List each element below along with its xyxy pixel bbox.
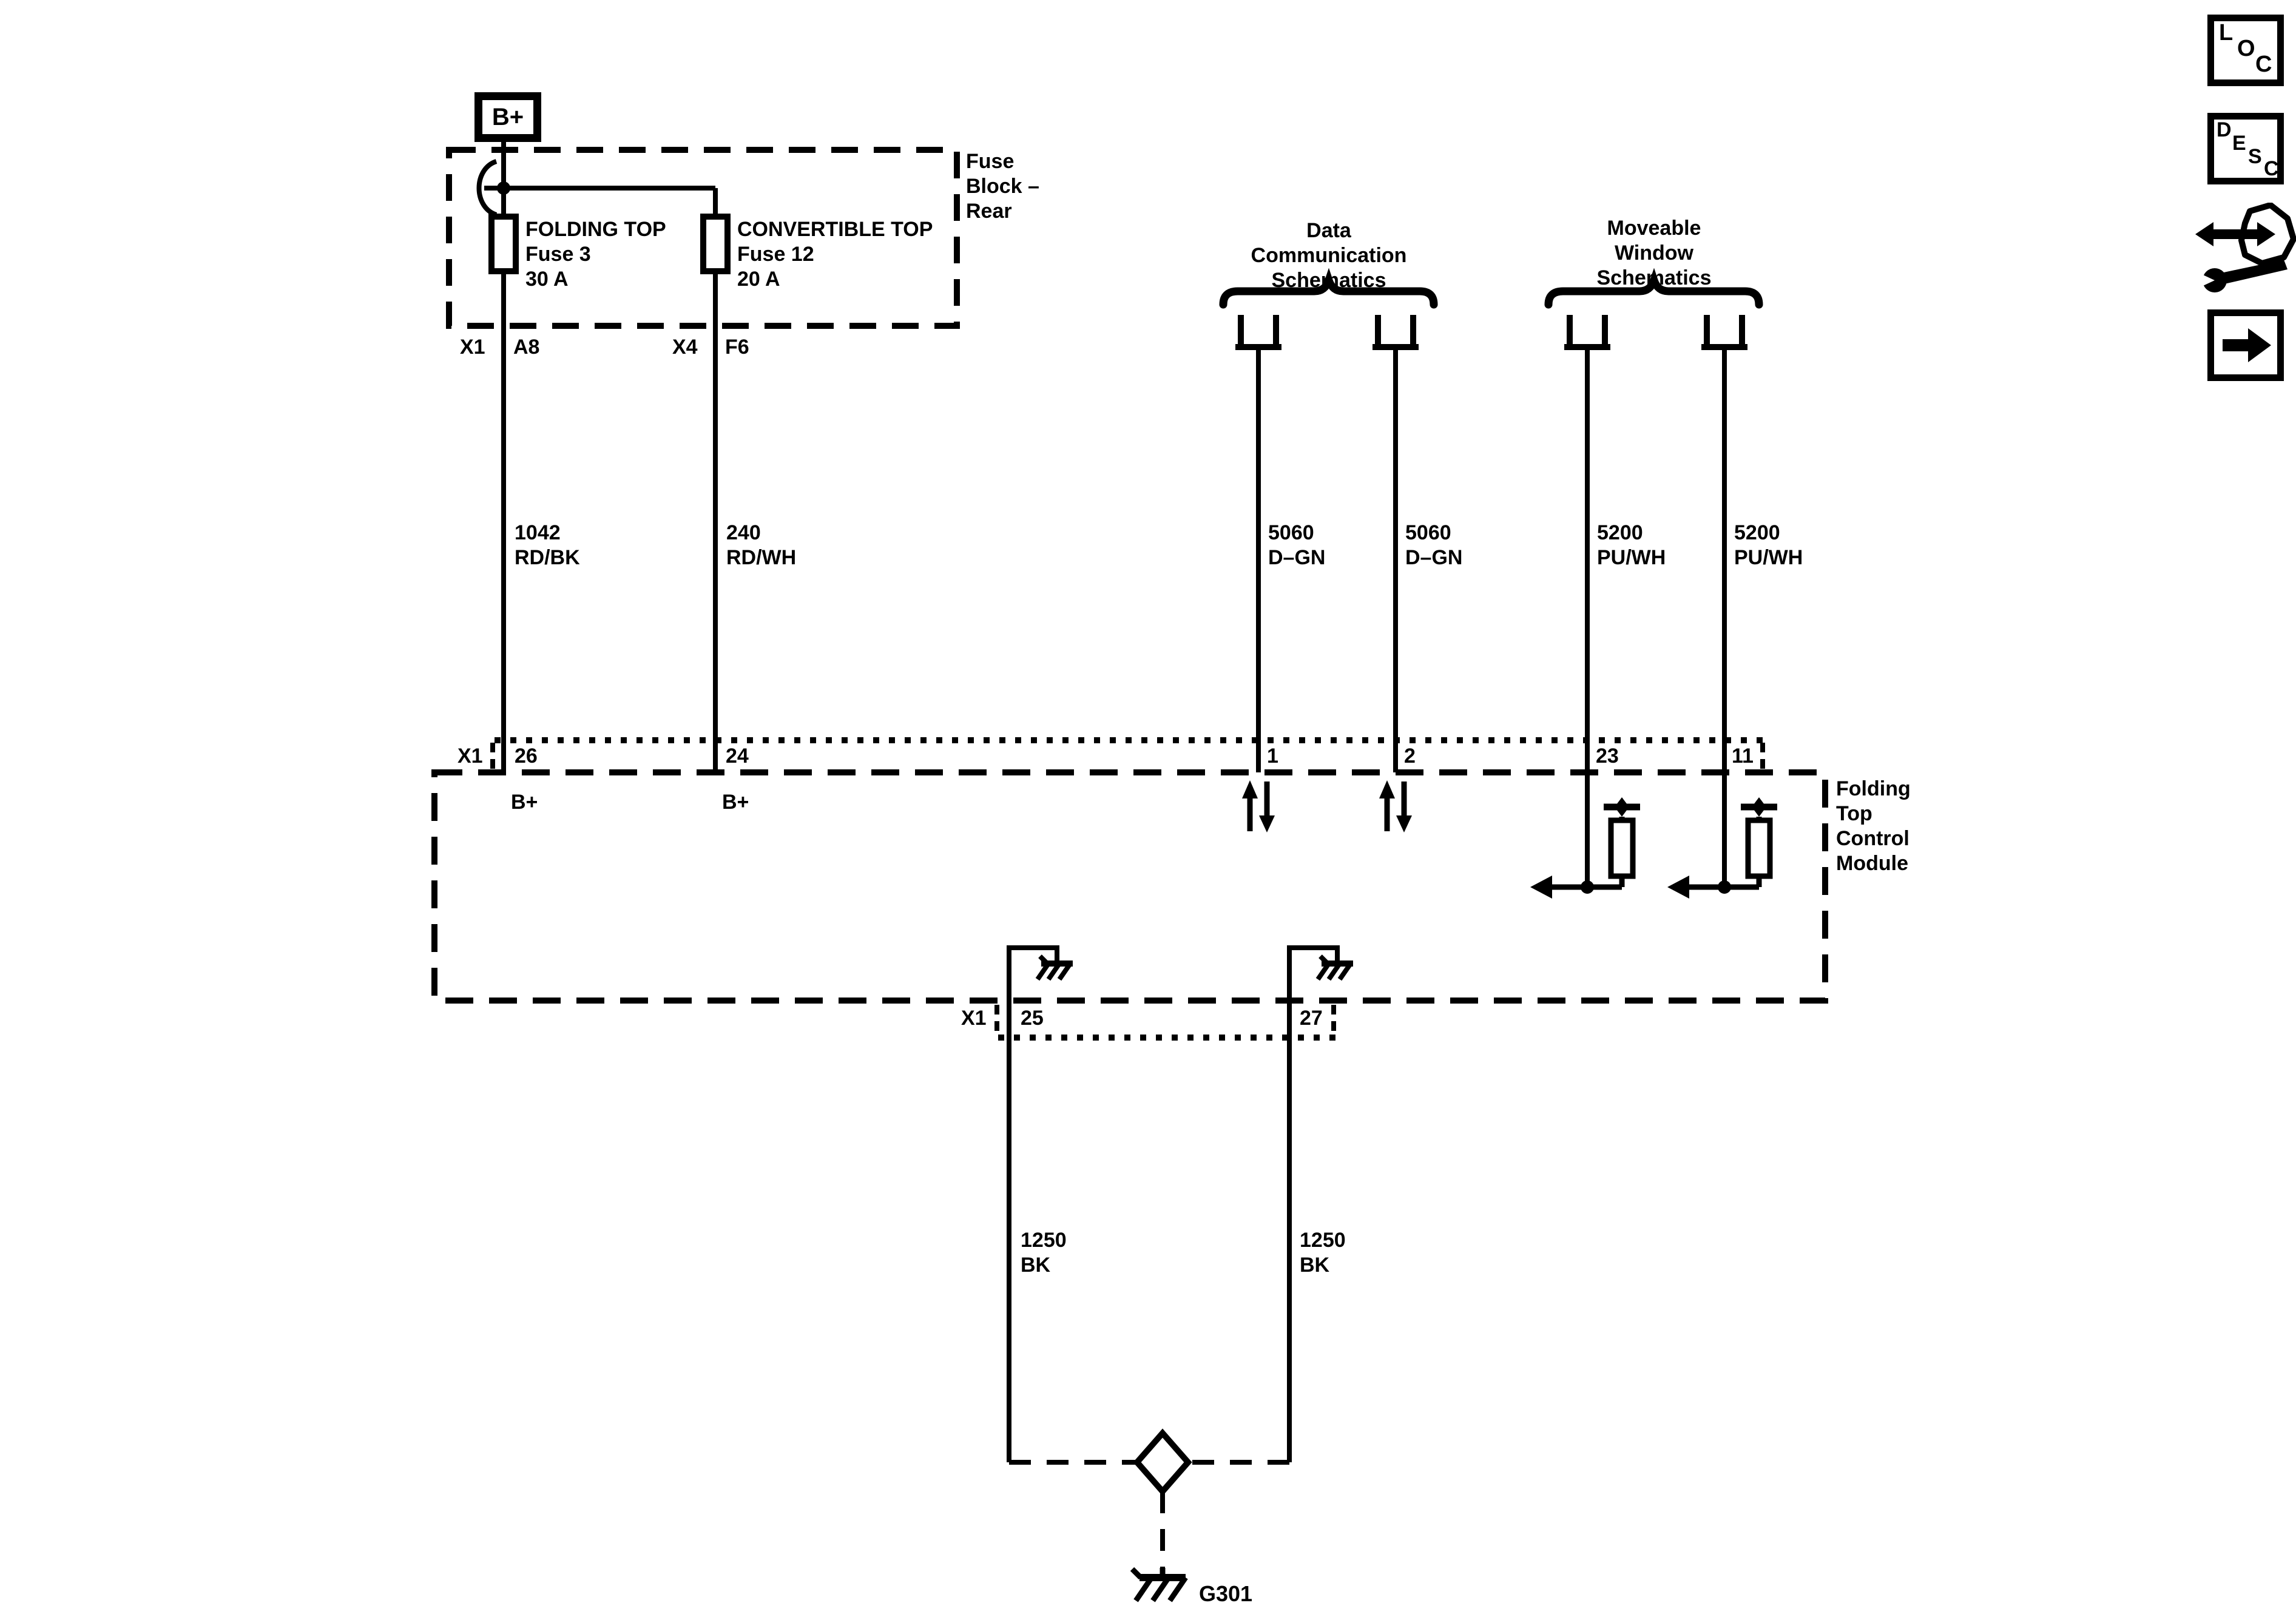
fuse-12-symbol (700, 214, 731, 274)
data-comm-brace (1219, 268, 1438, 309)
loc-letter-o: O (2237, 36, 2255, 61)
splice-arc-symbol (476, 159, 498, 217)
data-arrows-pin1 (1242, 780, 1275, 832)
module-name: Folding Top Control Module (1836, 777, 1911, 875)
wrench-glyph (2196, 260, 2288, 292)
module-pin-23: 23 (1596, 744, 1619, 768)
fuse-block-connector-x4: X4 (672, 336, 698, 359)
window-brace (1544, 268, 1763, 309)
data-arrows-pin2 (1379, 780, 1412, 832)
module-bottom-connector-line (994, 1005, 1336, 1041)
fuse-12-label: CONVERTIBLE TOP Fuse 12 20 A (737, 218, 933, 291)
module-pin-2: 2 (1404, 744, 1416, 768)
module-pin-25: 25 (1021, 1007, 1044, 1030)
next-page-button[interactable] (2207, 309, 2284, 381)
fuse-block-label: Fuse Block – Rear (966, 150, 1039, 223)
fuse-block-connector-x1: X1 (460, 336, 485, 359)
splice-diamond (1133, 1428, 1192, 1496)
module-connector-x1-top: X1 (458, 744, 483, 768)
fuse-3-label: FOLDING TOP Fuse 3 30 A (525, 218, 666, 291)
desc-letter-d: D (2217, 118, 2232, 141)
wrench-arrows-icon (2195, 202, 2296, 292)
module-top-connector-line (490, 737, 1765, 771)
window-schematics-header: Moveable Window Schematics (1596, 217, 1712, 289)
module-pin-27: 27 (1300, 1007, 1323, 1030)
signal-wires (1256, 347, 1727, 887)
module-connector-x1-bottom: X1 (961, 1007, 987, 1030)
resistor-circuit-pin11 (1667, 797, 1777, 899)
battery-feed-wires (476, 142, 718, 772)
double-arrow-glyph (2195, 222, 2275, 246)
loc-letter-l: L (2219, 20, 2234, 46)
module-pin-11: 11 (1732, 744, 1754, 768)
desc-button[interactable]: D E S C (2207, 113, 2284, 184)
fuse-block-border (446, 147, 960, 329)
data-comm-header: Data Communication Schematics (1251, 219, 1407, 292)
battery-terminal-label: B+ (491, 103, 524, 130)
loc-letter-c: C (2255, 52, 2272, 77)
module-pin-26: 26 (515, 744, 538, 768)
battery-terminal: B+ (474, 92, 541, 142)
fuse-block-pin-f6: F6 (725, 336, 749, 359)
desc-letter-s: S (2248, 145, 2262, 168)
loc-button[interactable]: L O C (2207, 15, 2284, 86)
internal-ground-pin27 (1287, 945, 1353, 1001)
fuse-3-symbol (488, 214, 519, 274)
resistor-circuit-pin23 (1530, 797, 1640, 899)
module-bplus-label-1: B+ (511, 791, 538, 814)
module-border (431, 769, 1828, 1004)
ground-wires (1007, 1001, 1292, 1568)
desc-letter-c: C (2264, 157, 2279, 180)
offpage-connector-symbols (1235, 315, 1747, 350)
ground-ref-label: G301 (1199, 1581, 1253, 1606)
right-arrow-icon (2223, 328, 2271, 362)
desc-letter-e: E (2232, 132, 2246, 155)
fuse-block-pin-a8: A8 (513, 336, 540, 359)
module-bplus-label-2: B+ (722, 791, 749, 814)
module-pin-24: 24 (726, 744, 749, 768)
internal-ground-pin25 (1007, 945, 1073, 1001)
g301-ground-symbol (1130, 1567, 1188, 1602)
diagnostic-tools-button[interactable] (2194, 202, 2296, 295)
junction-dot (497, 181, 510, 195)
module-pin-1: 1 (1267, 744, 1278, 768)
